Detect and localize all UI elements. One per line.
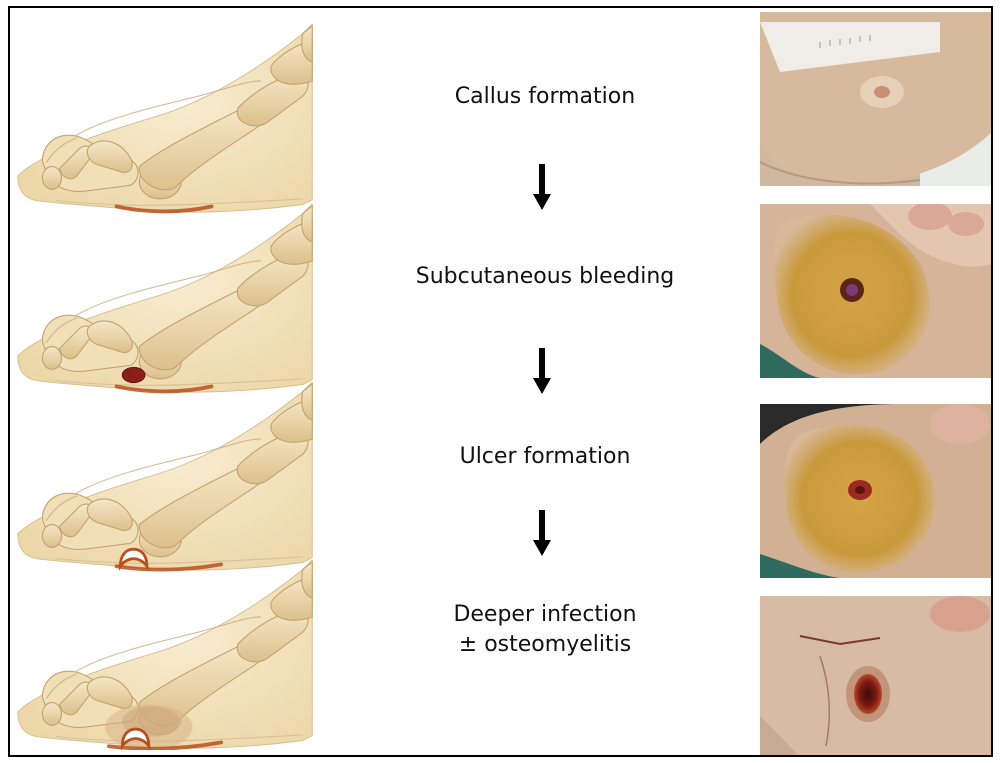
hemorrhage-lesion xyxy=(122,367,145,382)
bleeding-photo xyxy=(760,204,992,378)
bleeding-foot-illustration xyxy=(10,204,320,394)
infection-foot-illustration xyxy=(10,560,320,750)
stage-label-callus: Callus formation xyxy=(350,82,740,112)
callus-photo xyxy=(760,12,992,186)
arrow-down-icon xyxy=(532,510,552,556)
ulcer-photo xyxy=(760,404,992,578)
stage-label-ulcer: Ulcer formation xyxy=(350,442,740,472)
callus-foot-illustration xyxy=(10,24,320,214)
ulcer-foot-illustration xyxy=(10,382,320,572)
stage-label-bleeding: Subcutaneous bleeding xyxy=(350,262,740,292)
arrow-down-icon xyxy=(532,348,552,394)
infection-photo xyxy=(760,596,992,757)
figure-frame: Callus formation Subcutaneous bleeding U… xyxy=(8,6,993,757)
stage-label-infection: Deeper infection ± osteomyelitis xyxy=(350,600,740,660)
arrow-down-icon xyxy=(532,164,552,210)
